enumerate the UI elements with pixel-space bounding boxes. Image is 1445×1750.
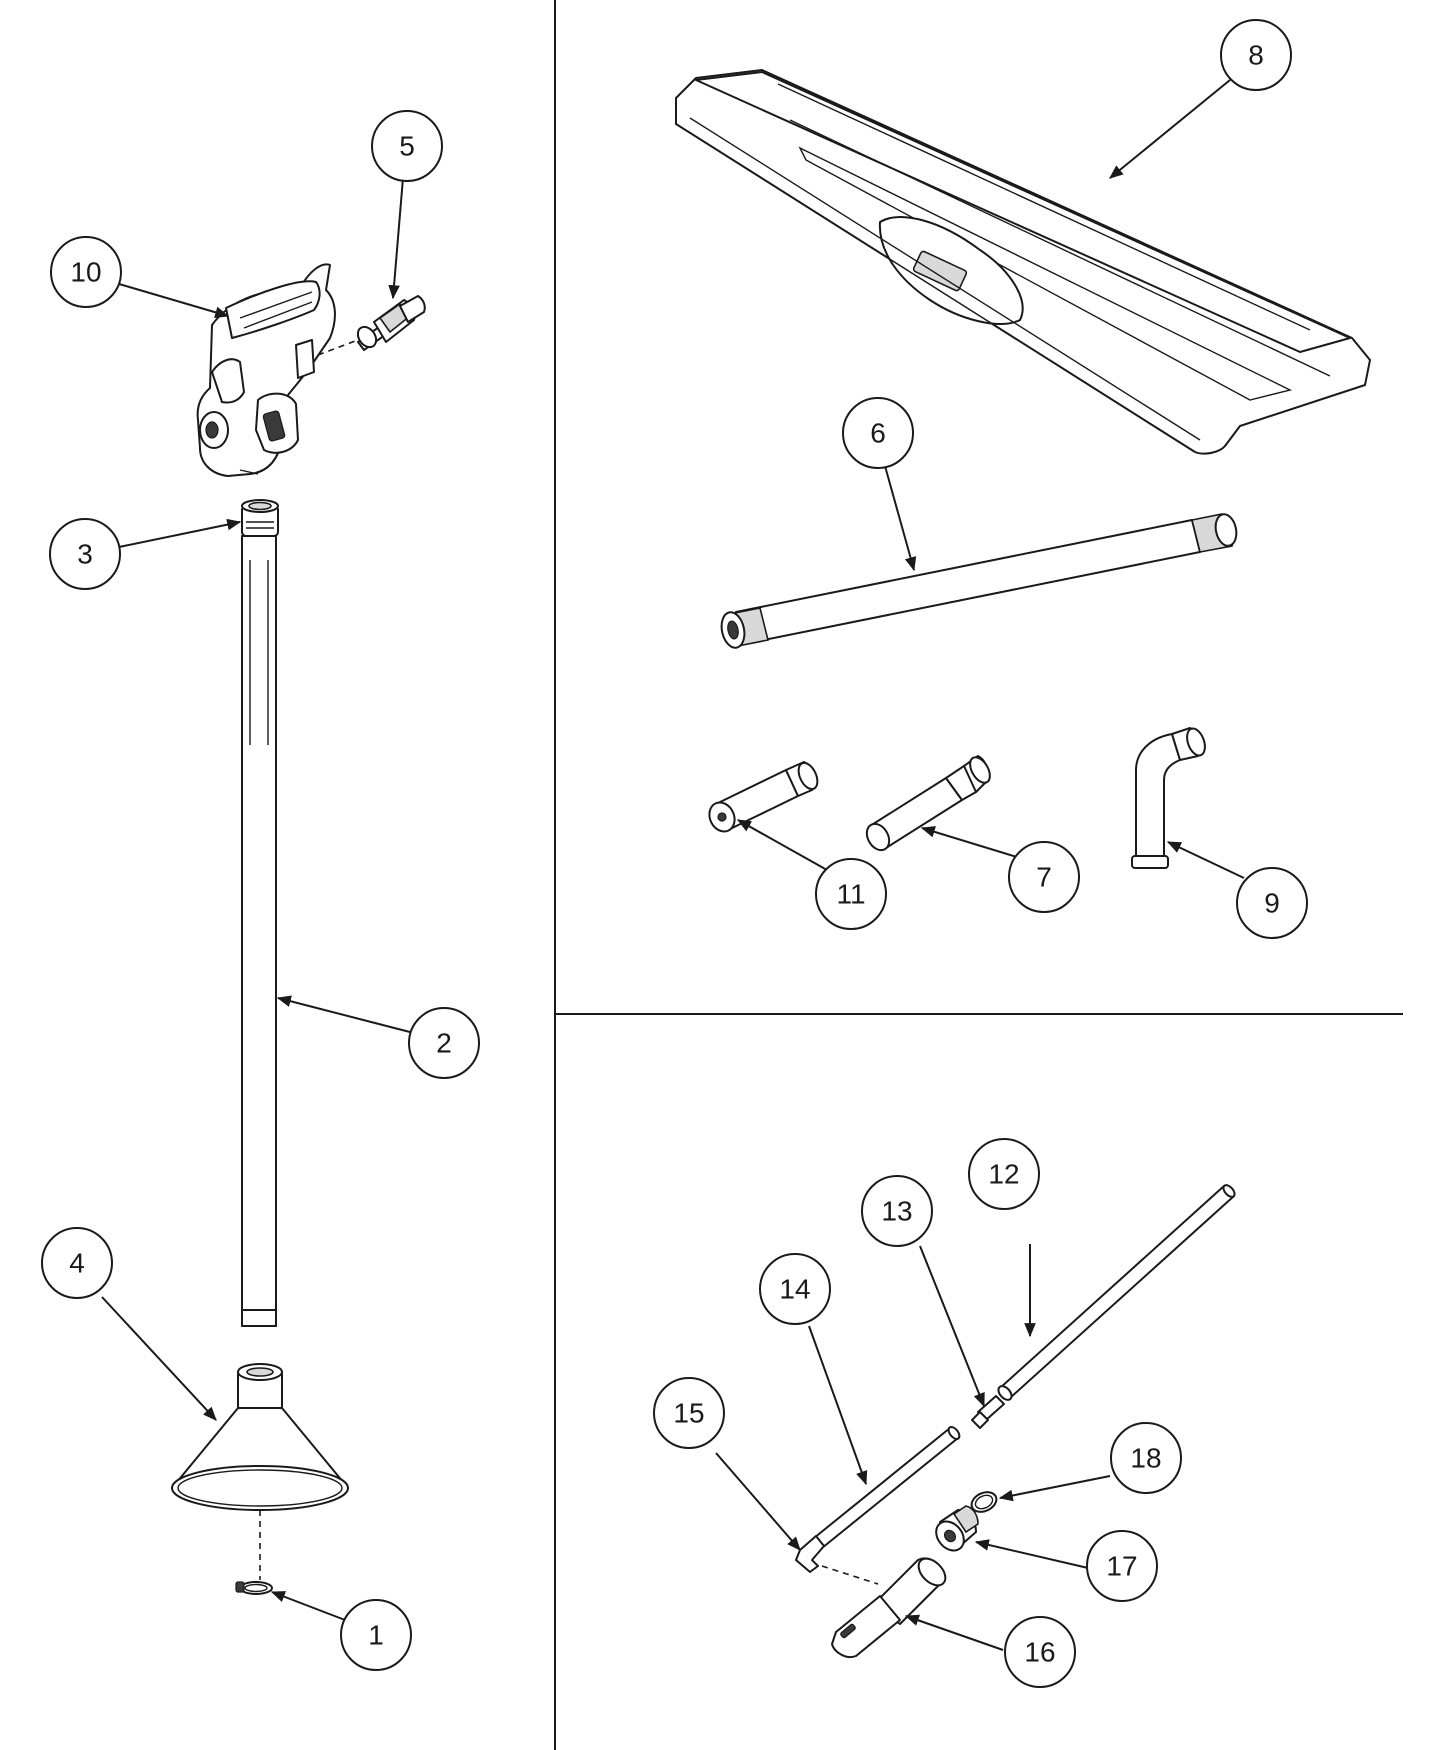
callout-15: 15 (653, 1377, 725, 1449)
callout-label-8: 8 (1248, 40, 1264, 71)
callout-3: 3 (49, 518, 121, 590)
callout-11: 11 (815, 858, 887, 930)
o-ring-part-18 (970, 1491, 998, 1513)
callout-1: 1 (340, 1599, 412, 1671)
extension-tube-part-6 (720, 513, 1238, 649)
leader-3 (118, 518, 242, 548)
callout-label-14: 14 (779, 1274, 810, 1305)
straight-tip-part-11 (708, 761, 819, 833)
leader-13 (919, 1245, 985, 1408)
small-elbow-part-15 (795, 1535, 825, 1573)
connector-dashed-15 (821, 1565, 879, 1585)
leader-10 (118, 283, 230, 318)
leader-2 (276, 995, 411, 1033)
callout-label-16: 16 (1024, 1637, 1055, 1668)
callout-14: 14 (759, 1253, 831, 1325)
callout-4: 4 (41, 1227, 113, 1299)
pole-part-2 (241, 535, 277, 1327)
cone-part-4 (171, 1363, 349, 1511)
callout-10: 10 (50, 236, 122, 308)
leader-5 (388, 177, 404, 300)
leader-11 (736, 819, 828, 871)
leader-14 (808, 1325, 868, 1486)
callout-8: 8 (1220, 19, 1292, 91)
callout-13: 13 (861, 1175, 933, 1247)
clip-part-1 (235, 1581, 273, 1595)
leader-17 (974, 1539, 1089, 1569)
elbow-tip-part-9 (1131, 727, 1206, 869)
callout-label-15: 15 (673, 1398, 704, 1429)
leader-lines (101, 79, 1245, 1651)
callout-label-7: 7 (1036, 862, 1052, 893)
callout-label-10: 10 (70, 257, 101, 288)
callout-7: 7 (1008, 841, 1080, 913)
callout-6: 6 (842, 397, 914, 469)
angled-tip-part-7 (865, 755, 991, 852)
callout-2: 2 (408, 1007, 480, 1079)
barb-fitting-part-13 (971, 1395, 1005, 1429)
callout-label-4: 4 (69, 1248, 85, 1279)
callout-label-6: 6 (870, 418, 886, 449)
connector-dashed-5 (317, 339, 359, 356)
callout-bubbles: 10 5 3 2 4 1 8 6 11 7 9 12 13 14 15 16 1… (41, 19, 1308, 1688)
panel-dividers (554, 0, 1403, 1750)
leader-9 (1166, 841, 1245, 879)
nut-part-3 (241, 499, 279, 537)
long-tube-part-12 (997, 1184, 1236, 1401)
case-part-8 (675, 69, 1371, 455)
callout-label-1: 1 (368, 1620, 384, 1651)
leader-16 (904, 1614, 1004, 1651)
callout-label-18: 18 (1130, 1443, 1161, 1474)
callout-16: 16 (1004, 1616, 1076, 1688)
callout-18: 18 (1110, 1422, 1182, 1494)
callout-5: 5 (371, 110, 443, 182)
callout-9: 9 (1236, 867, 1308, 939)
callout-label-12: 12 (988, 1159, 1019, 1190)
spray-gun-part-10 (196, 263, 336, 477)
leader-8 (1109, 79, 1231, 179)
callout-label-13: 13 (881, 1196, 912, 1227)
callout-label-11: 11 (836, 879, 865, 910)
leader-7 (920, 826, 1021, 859)
leader-4 (101, 1296, 217, 1421)
leader-15 (715, 1452, 801, 1551)
fitting-part-5 (356, 295, 426, 351)
leader-6 (884, 465, 917, 572)
callout-label-5: 5 (399, 131, 415, 162)
coupler-part-17 (935, 1505, 979, 1552)
siphon-intake-part-16 (831, 1557, 947, 1658)
leader-1 (270, 1591, 346, 1621)
callout-17: 17 (1086, 1530, 1158, 1602)
callout-label-9: 9 (1264, 888, 1280, 919)
leader-18 (998, 1475, 1111, 1502)
callout-label-17: 17 (1106, 1551, 1137, 1582)
callout-label-2: 2 (436, 1028, 452, 1059)
callout-12: 12 (968, 1138, 1040, 1210)
callout-label-3: 3 (77, 539, 93, 570)
